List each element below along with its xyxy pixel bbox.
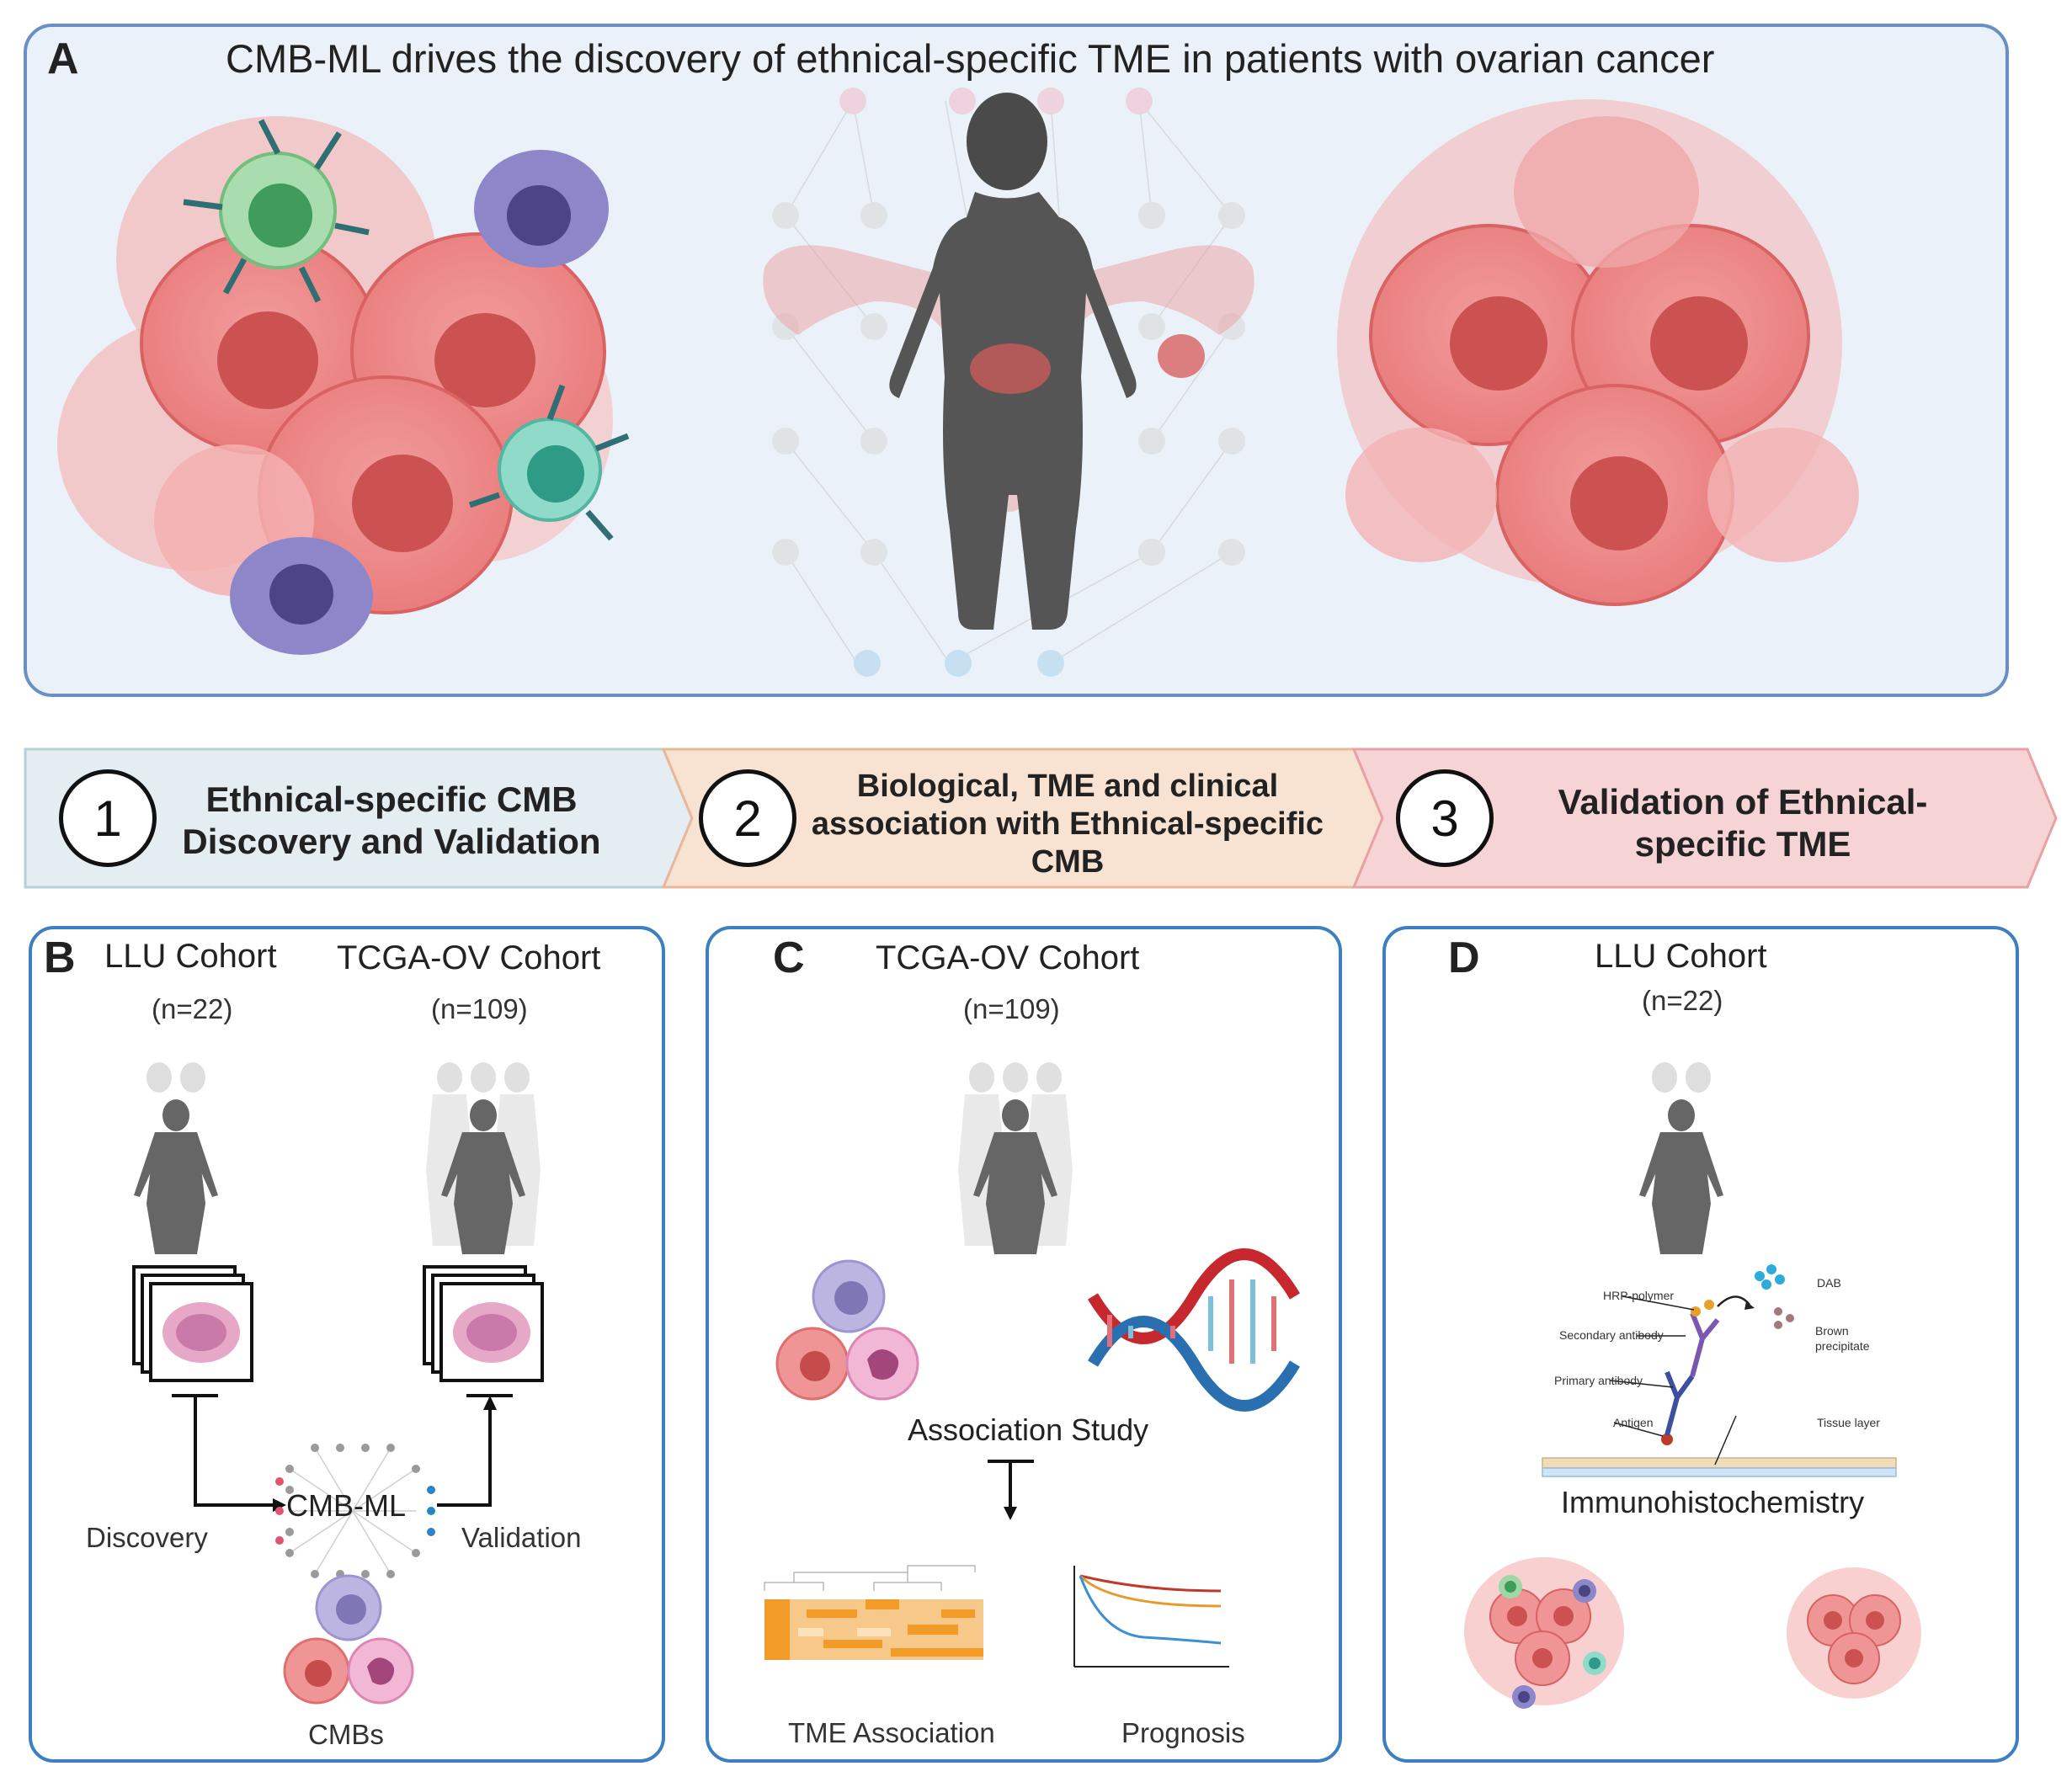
step-3-line-2: specific TME: [1634, 823, 1851, 864]
step-2-label: Biological, TME and clinical association…: [798, 768, 1337, 880]
discovery-label: Discovery: [86, 1522, 208, 1553]
panel-a-letter: A: [47, 35, 79, 83]
histology-slides-icon: [132, 1265, 253, 1382]
cohort-tcga-label: TCGA-OV Cohort: [337, 939, 601, 976]
step-3-background: [1351, 747, 2058, 889]
histology-slides-icon: [423, 1265, 544, 1382]
immunohistochemistry-icon: [1542, 1264, 1897, 1477]
validation-label: Validation: [461, 1522, 582, 1553]
tumor-cluster-icon: [1787, 1567, 1921, 1699]
tme-association-label: TME Association: [788, 1717, 995, 1748]
prognosis-label: Prognosis: [1121, 1717, 1245, 1748]
women-group-icon: [134, 1062, 218, 1254]
survival-curve-icon: [1073, 1566, 1229, 1668]
step-1-line-1: Ethnical-specific CMB: [205, 779, 578, 819]
step-2-line-3: CMB: [1031, 843, 1105, 880]
panel-d-letter: D: [1448, 934, 1480, 982]
cohort-tcga-label: TCGA-OV Cohort: [876, 939, 1140, 976]
precipitate-label: precipitate: [1815, 1339, 1870, 1353]
cohort-tcga-n: (n=109): [963, 993, 1060, 1024]
panel-a-illustration: [57, 88, 1859, 677]
immune-cells-icon: [775, 1259, 919, 1401]
women-group-icon: [958, 1062, 1073, 1254]
step-1-label: Ethnical-specific CMB Discovery and Vali…: [160, 779, 623, 862]
cmb-ml-label: CMB-ML: [286, 1488, 406, 1523]
hrp-polymer-label: HRP-polymer: [1603, 1289, 1675, 1302]
cohort-tcga-n: (n=109): [431, 993, 528, 1024]
secondary-antibody-label: Secondary antibody: [1559, 1328, 1664, 1342]
step-1-line-2: Discovery and Validation: [182, 821, 601, 861]
panel-a-title: CMB-ML drives the discovery of ethnical-…: [226, 36, 1715, 81]
heatmap-icon: [764, 1565, 983, 1660]
tumor-with-immune-cells-icon: [1464, 1557, 1624, 1709]
immunohistochemistry-label: Immunohistochemistry: [1561, 1485, 1865, 1519]
women-group-icon: [1639, 1062, 1723, 1254]
primary-antibody-label: Primary antibody: [1554, 1374, 1643, 1387]
dna-icon: [1087, 1248, 1301, 1412]
step-2-line-1: Biological, TME and clinical: [856, 769, 1279, 804]
step-2-number: 2: [699, 769, 796, 867]
women-group-icon: [426, 1062, 541, 1254]
tumor-cluster-icon: [1337, 99, 1859, 606]
workflow-steps-banner: [24, 747, 2058, 889]
tissue-layer-label: Tissue layer: [1817, 1416, 1880, 1429]
panel-d-illustration: [1464, 1062, 1921, 1709]
neural-network-icon: [772, 88, 1245, 677]
cmbs-label: CMBs: [308, 1719, 384, 1750]
tumor-cluster-icon: [57, 116, 630, 655]
neural-network-icon: [275, 1444, 435, 1578]
step-3-label: Validation of Ethnical- specific TME: [1507, 781, 1979, 864]
step-3-number: 3: [1396, 769, 1494, 867]
cohort-llu-label: LLU Cohort: [1595, 938, 1767, 975]
dab-label: DAB: [1817, 1276, 1841, 1290]
cohort-llu-n: (n=22): [1642, 985, 1723, 1016]
antigen-label: Antigen: [1613, 1416, 1654, 1429]
panel-b-letter: B: [44, 934, 76, 982]
step-1-number: 1: [59, 769, 157, 867]
woman-silhouette-icon: [889, 93, 1205, 630]
brown-label: Brown: [1815, 1324, 1849, 1338]
immune-cells-icon: [283, 1574, 414, 1705]
cohort-llu-n: (n=22): [152, 993, 233, 1024]
panel-b-illustration: [132, 1062, 544, 1705]
panel-c-illustration: [764, 1062, 1301, 1668]
panel-c-letter: C: [773, 934, 805, 982]
step-2-line-2: association with Ethnical-specific: [811, 806, 1324, 842]
association-study-label: Association Study: [908, 1412, 1149, 1447]
cohort-llu-label: LLU Cohort: [104, 938, 277, 975]
step-3-line-1: Validation of Ethnical-: [1558, 782, 1928, 822]
